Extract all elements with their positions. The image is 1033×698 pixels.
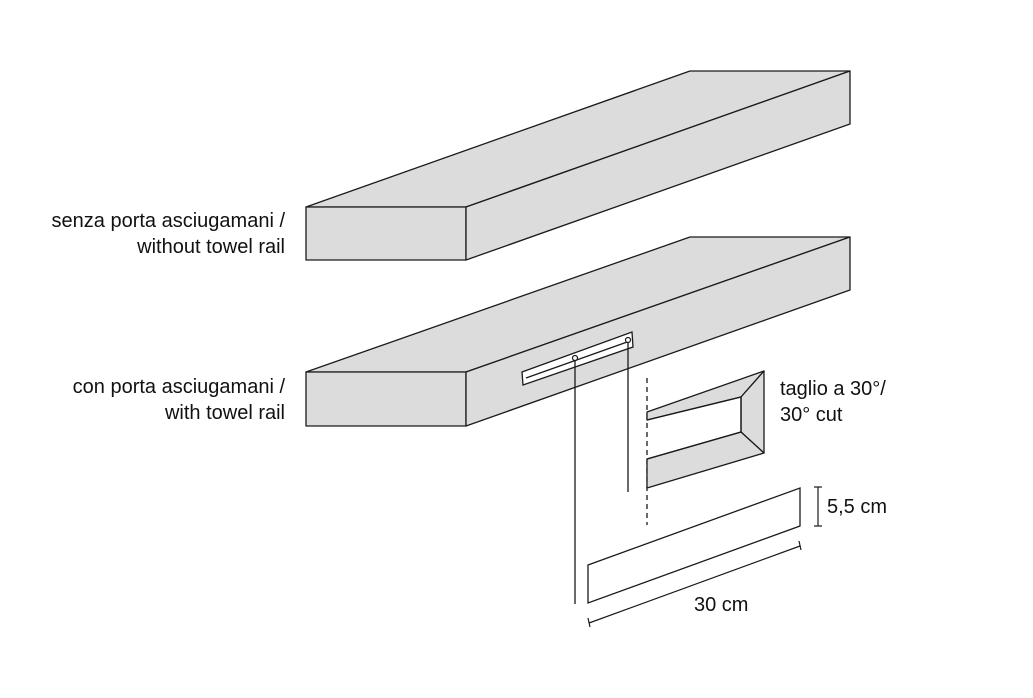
width-dim-tick-right (798, 540, 802, 551)
label-cut: taglio a 30°/ 30° cut (780, 376, 886, 428)
rail-plate (587, 487, 801, 604)
slot-point-left (571, 354, 579, 362)
width-dim-line (588, 545, 801, 624)
cut-inner-outline (646, 396, 742, 460)
slot-point-right (624, 336, 632, 344)
shelf2-front-face (305, 371, 467, 427)
shelf-without-rail (305, 70, 851, 261)
shelf-with-rail (305, 236, 851, 604)
cut-detail (646, 370, 765, 525)
label-height-dimension: 5,5 cm (827, 496, 888, 518)
label-with-rail: con porta asciugamani / with towel rail (73, 374, 285, 426)
label-without-rail: senza porta asciugamani / without towel … (52, 208, 285, 260)
shelf1-side-face (465, 70, 851, 261)
rail-piece (587, 486, 822, 628)
label-without-rail-it: senza porta asciugamani / (51, 210, 285, 232)
slot-inner-edge (525, 340, 631, 379)
shelf2-side-face (465, 236, 851, 427)
label-width-dimension: 30 cm (694, 594, 749, 616)
label-cut-en: 30° cut (780, 404, 843, 426)
width-dim-tick-left (587, 617, 591, 628)
label-cut-it: taglio a 30°/ (780, 378, 886, 400)
label-without-rail-en: without towel rail (137, 236, 285, 258)
label-with-rail-en: with towel rail (164, 402, 285, 424)
label-with-rail-it: con porta asciugamani / (72, 376, 285, 398)
shelf1-front-face (305, 206, 467, 261)
cut-bottom-bevel (646, 431, 765, 489)
